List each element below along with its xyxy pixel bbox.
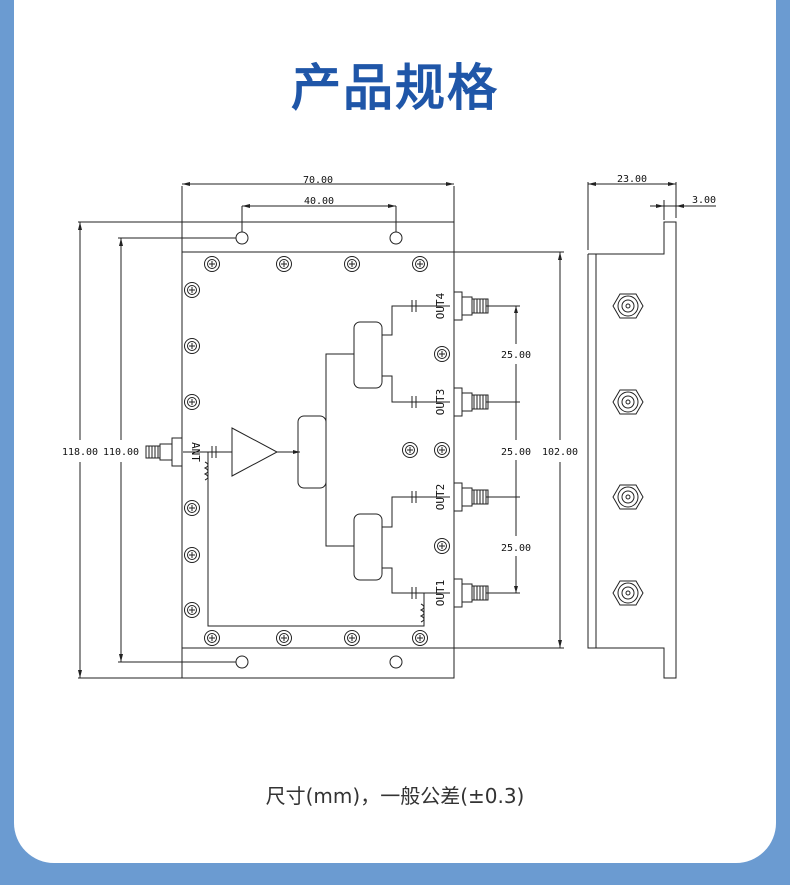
side-connector-icon [612, 293, 644, 319]
screw-icon [434, 538, 450, 554]
dim-hole-spacing-label: 40.00 [304, 196, 334, 207]
dim-width-label: 70.00 [303, 175, 333, 186]
amplifier-symbol [231, 427, 279, 477]
screw-icon [204, 256, 220, 272]
screw-icon [344, 256, 360, 272]
sma-connector-icon [453, 578, 489, 608]
screw-icon [344, 630, 360, 646]
dim-flange-label: 3.00 [692, 195, 716, 206]
inductor-icon [203, 461, 209, 481]
splitter-stage-1 [297, 415, 327, 489]
side-connectors [612, 293, 644, 606]
screw-icon [184, 500, 200, 516]
screw-icon [276, 630, 292, 646]
screw-group [184, 256, 450, 646]
port-label-out1: OUT1 [434, 580, 447, 607]
mounting-hole [389, 655, 403, 669]
dim-side-depth-label: 23.00 [617, 174, 647, 185]
screw-icon [434, 442, 450, 458]
screw-icon [412, 630, 428, 646]
port-label-out2: OUT2 [434, 484, 447, 511]
side-connector-icon [612, 389, 644, 415]
port-label-ant: ANT [189, 442, 202, 462]
tolerance-caption: 尺寸(mm)，一般公差(±0.3) [265, 784, 525, 808]
bias-line [207, 452, 425, 627]
screw-icon [184, 338, 200, 354]
content-card [14, 0, 776, 863]
dim-body-label: 102.00 [542, 447, 578, 458]
side-connector-icon [612, 484, 644, 510]
screw-icon [412, 256, 428, 272]
side-view-outline [587, 221, 677, 679]
screw-icon [184, 547, 200, 563]
dim-pitch-label: 25.00 [501, 447, 531, 458]
screw-icon [276, 256, 292, 272]
dim-hole-vertical-label: 110.00 [103, 447, 139, 458]
mounting-hole [235, 655, 249, 669]
mounting-hole [235, 231, 249, 245]
ant-sma-connector [145, 437, 183, 467]
screw-icon [184, 282, 200, 298]
splitter-stage-2a [353, 321, 383, 389]
dimension-arrows [78, 182, 684, 678]
dim-height-label: 118.00 [62, 447, 98, 458]
capacitor-icon [211, 300, 417, 599]
mounting-hole [389, 231, 403, 245]
outer-plate-outline [181, 221, 455, 679]
inductor-icon [419, 603, 425, 623]
sma-connector-icon [453, 387, 489, 417]
port-label-out4: OUT4 [434, 292, 447, 319]
sma-connector-icon [453, 291, 489, 321]
page-title: 产品规格 [291, 59, 499, 117]
dim-pitch-label: 25.00 [501, 543, 531, 554]
screw-icon [402, 442, 418, 458]
screw-icon [204, 630, 220, 646]
splitter-stage-2b [353, 513, 383, 581]
screw-icon [184, 394, 200, 410]
side-connector-icon [612, 580, 644, 606]
port-label-out3: OUT3 [434, 389, 447, 416]
sma-connector-icon [453, 482, 489, 512]
screw-icon [184, 602, 200, 618]
dim-pitch-label: 25.00 [501, 350, 531, 361]
screw-icon [434, 346, 450, 362]
output-connectors [453, 291, 489, 608]
